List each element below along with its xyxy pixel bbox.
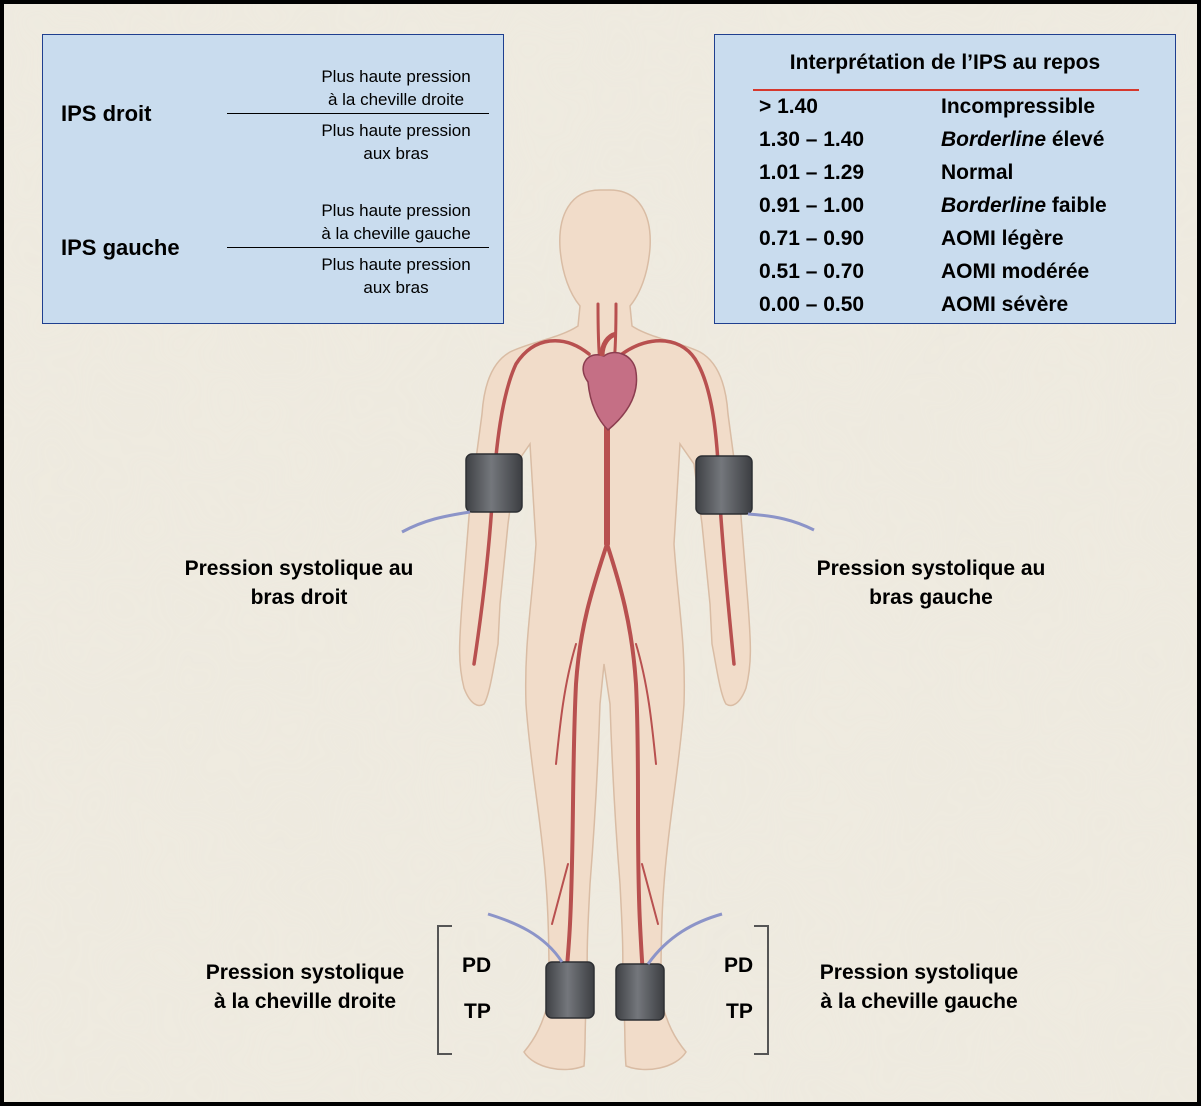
interpretation-label: AOMI sévère <box>941 293 1068 317</box>
ips-right-denominator: Plus haute pression aux bras <box>265 119 527 165</box>
interpretation-row: > 1.40 Incompressible <box>715 95 1175 128</box>
caption-arm-right-line2: bras droit <box>154 583 444 612</box>
interpretation-row: 0.71 – 0.90 AOMI légère <box>715 227 1175 260</box>
ips-right-denominator-line1: Plus haute pression <box>265 119 527 142</box>
caption-ankle-right-line2: à la cheville droite <box>180 987 430 1016</box>
ips-left-numerator-line1: Plus haute pression <box>265 199 527 222</box>
interpretation-range: 0.51 – 0.70 <box>759 260 864 284</box>
caption-arm-left-line1: Pression systolique au <box>786 554 1076 583</box>
abi-interpretation-box: Interprétation de l’IPS au repos > 1.40 I… <box>714 34 1176 324</box>
caption-ankle-left: Pression systolique à la cheville gauche <box>794 958 1044 1016</box>
caption-ankle-right-line1: Pression systolique <box>180 958 430 987</box>
caption-arm-right: Pression systolique au bras droit <box>154 554 444 612</box>
ips-right-denominator-line2: aux bras <box>265 142 527 165</box>
interpretation-label-text: faible <box>1046 194 1107 217</box>
ips-right-numerator-line2: à la cheville droite <box>265 88 527 111</box>
caption-arm-left-line2: bras gauche <box>786 583 1076 612</box>
ips-left-numerator-line2: à la cheville gauche <box>265 222 527 245</box>
interpretation-label: Borderline élevé <box>941 128 1104 152</box>
interpretation-row: 1.30 – 1.40 Borderline élevé <box>715 128 1175 161</box>
ips-left-denominator: Plus haute pression aux bras <box>265 253 527 299</box>
ankle-left-tp-label: TP <box>726 1000 753 1024</box>
ips-left-numerator: Plus haute pression à la cheville gauche <box>265 199 527 245</box>
interpretation-label-emphasis: Borderline <box>941 128 1046 151</box>
interpretation-label: Normal <box>941 161 1013 185</box>
caption-ankle-left-line1: Pression systolique <box>794 958 1044 987</box>
ips-right-label: IPS droit <box>61 101 151 127</box>
interpretation-range: 0.71 – 0.90 <box>759 227 864 251</box>
ankle-right-pd-label: PD <box>462 954 491 978</box>
interpretation-row: 1.01 – 1.29 Normal <box>715 161 1175 194</box>
interpretation-label: Borderline faible <box>941 194 1107 218</box>
ips-left-fraction-bar <box>227 247 489 248</box>
caption-ankle-right: Pression systolique à la cheville droite <box>180 958 430 1016</box>
interpretation-range: 0.00 – 0.50 <box>759 293 864 317</box>
interpretation-label-emphasis: Borderline <box>941 194 1046 217</box>
ips-right-numerator: Plus haute pression à la cheville droite <box>265 65 527 111</box>
bracket-right <box>438 926 452 1054</box>
ankle-right-tp-label: TP <box>464 1000 491 1024</box>
interpretation-row: 0.51 – 0.70 AOMI modérée <box>715 260 1175 293</box>
interpretation-label: AOMI modérée <box>941 260 1089 284</box>
ankle-left-pd-label: PD <box>724 954 753 978</box>
ips-left-denominator-line2: aux bras <box>265 276 527 299</box>
interpretation-range: > 1.40 <box>759 95 818 119</box>
interpretation-range: 1.30 – 1.40 <box>759 128 864 152</box>
abi-formula-box: IPS droit Plus haute pression à la chevi… <box>42 34 504 324</box>
interpretation-label-text: élevé <box>1046 128 1104 151</box>
ips-left-label: IPS gauche <box>61 235 180 261</box>
interpretation-range: 1.01 – 1.29 <box>759 161 864 185</box>
interpretation-label: AOMI légère <box>941 227 1064 251</box>
caption-arm-left: Pression systolique au bras gauche <box>786 554 1076 612</box>
interpretation-row: 0.00 – 0.50 AOMI sévère <box>715 293 1175 326</box>
interpretation-title: Interprétation de l’IPS au repos <box>715 51 1175 75</box>
bracket-left <box>754 926 768 1054</box>
interpretation-label: Incompressible <box>941 95 1095 119</box>
ips-right-fraction-bar <box>227 113 489 114</box>
caption-ankle-left-line2: à la cheville gauche <box>794 987 1044 1016</box>
interpretation-row: 0.91 – 1.00 Borderline faible <box>715 194 1175 227</box>
caption-arm-right-line1: Pression systolique au <box>154 554 444 583</box>
ips-right-numerator-line1: Plus haute pression <box>265 65 527 88</box>
ips-left-denominator-line1: Plus haute pression <box>265 253 527 276</box>
interpretation-range: 0.91 – 1.00 <box>759 194 864 218</box>
interpretation-title-rule <box>753 89 1139 91</box>
